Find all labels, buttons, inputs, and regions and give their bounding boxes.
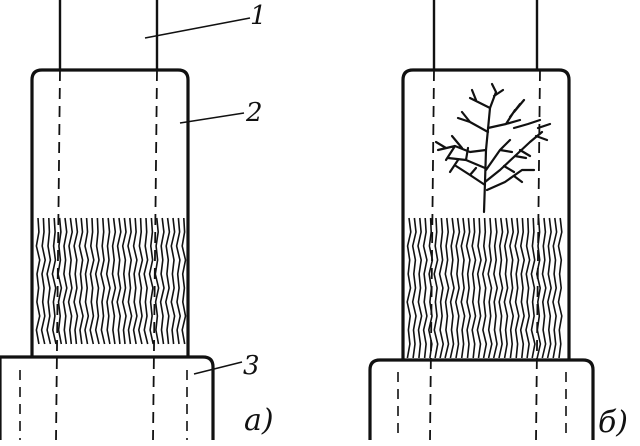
zone-a-hatch-line: [148, 217, 154, 345]
zone-a-hatch-line: [175, 217, 182, 345]
zone-a-hatch-line: [181, 217, 187, 345]
label-base: 3: [243, 351, 260, 381]
zone-a-hatch-line: [51, 217, 57, 345]
zone-b-hatch-line: [411, 217, 417, 359]
zone-a-hatch-line: [57, 217, 63, 345]
zone-b-hatch-line: [433, 217, 439, 359]
zone-a-hatch-line: [94, 217, 100, 345]
cell-body-a: [30, 68, 190, 357]
zone-b-hatch-line: [427, 217, 434, 359]
zone-a-hatch-line: [105, 217, 111, 345]
zone-b-hatch-line: [535, 217, 542, 359]
zone-a-hatch-line: [132, 217, 138, 345]
zone-a-hatch-line: [137, 217, 144, 345]
panel-label-a: а): [244, 403, 274, 438]
hatched-zone-a: [35, 217, 187, 345]
cell-body-b: [401, 68, 571, 360]
label-cell: 2: [245, 98, 263, 128]
zone-b-hatch-line: [417, 217, 423, 359]
zone-b-hatch-line: [465, 217, 472, 359]
zone-a-hatch-line: [62, 217, 68, 345]
zone-a-hatch-line: [89, 217, 95, 345]
zone-a-hatch-line: [164, 217, 171, 345]
zone-a-hatch-line: [100, 217, 106, 345]
zone-a-hatch-line: [121, 217, 127, 345]
zone-b-hatch-line: [460, 217, 466, 359]
zone-b-hatch-line: [487, 217, 493, 359]
zone-b-hatch-line: [471, 217, 477, 359]
zone-b-hatch-line: [530, 217, 536, 359]
zone-b-hatch-line: [525, 217, 531, 359]
zone-a-hatch-line: [159, 217, 165, 345]
zone-a-hatch-line: [143, 217, 149, 345]
label-electrode: 1: [250, 1, 267, 31]
zone-a-hatch-line: [116, 217, 122, 345]
zone-a-hatch-line: [78, 217, 84, 345]
zone-a-hatch-line: [84, 217, 90, 345]
electrode-hidden-a-left: [55, 69, 61, 441]
zone-b-hatch-line: [406, 217, 412, 359]
zone-b-hatch-line: [454, 217, 461, 359]
zone-b-hatch-line: [438, 217, 445, 359]
zone-b-hatch-line: [519, 217, 526, 359]
hatched-zone-b: [406, 217, 563, 359]
zone-a-hatch-line: [40, 217, 47, 345]
base-a: [0, 355, 215, 440]
zone-b-hatch-line: [514, 217, 520, 359]
panel-b: [368, 0, 595, 441]
zone-b-hatch-line: [481, 217, 488, 359]
electrode-hidden-b-right: [535, 69, 541, 441]
panel-a: [0, 0, 251, 441]
zone-a-hatch-line: [46, 217, 52, 345]
zone-b-hatch-line: [503, 217, 509, 359]
zone-b-hatch-line: [557, 217, 563, 359]
leader-1: [144, 17, 251, 39]
electrode-hidden-a-right: [152, 69, 158, 441]
leader-2: [179, 112, 245, 124]
dendrite-growth: [434, 82, 552, 214]
zone-b-hatch-line: [449, 217, 455, 359]
zone-a-hatch-line: [111, 217, 117, 345]
zone-b-hatch-line: [498, 217, 504, 359]
zone-a-hatch-line: [73, 217, 79, 345]
leader-3: [193, 361, 243, 375]
zone-b-hatch-line: [541, 217, 547, 359]
zone-b-hatch-line: [492, 217, 499, 359]
panel-label-b: б): [598, 405, 628, 440]
zone-b-hatch-line: [476, 217, 482, 359]
zone-b-hatch-line: [422, 217, 428, 359]
zone-b-hatch-line: [546, 217, 552, 359]
zone-a-hatch-line: [127, 217, 133, 345]
zone-a-hatch-line: [154, 217, 160, 345]
zone-a-hatch-line: [35, 217, 41, 345]
zone-b-hatch-line: [444, 217, 450, 359]
zone-b-hatch-line: [509, 217, 515, 359]
zone-a-hatch-line: [67, 217, 74, 345]
zone-a-hatch-line: [170, 217, 176, 345]
zone-b-hatch-line: [552, 217, 558, 359]
base-b: [368, 358, 595, 440]
